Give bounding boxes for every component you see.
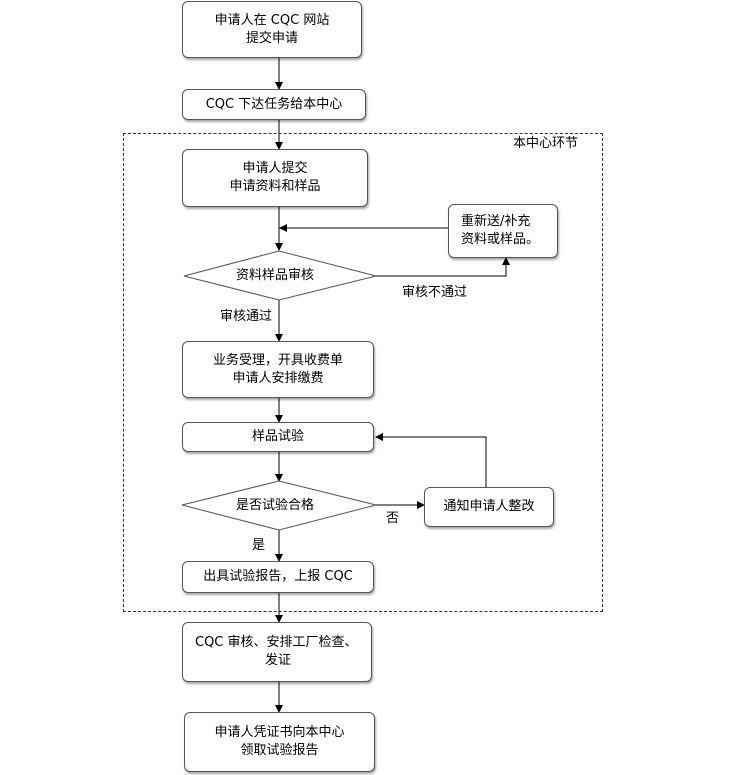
- step-accept-business-line1: 业务受理，开具收费单: [212, 352, 343, 368]
- step-submit-materials: 申请人提交 申请资料和样品: [182, 149, 368, 207]
- step-cqc-review: CQC 审核、安排工厂检查、 发证: [182, 622, 372, 682]
- step-cqc-review-line1: CQC 审核、安排工厂检查、: [195, 635, 358, 650]
- region-label: 本中心环节: [513, 136, 579, 151]
- edge-label-review-pass: 审核通过: [220, 309, 273, 324]
- step-notify-fix: 通知申请人整改: [424, 487, 554, 527]
- step-submit-online: 申请人在 CQC 网站 提交申请: [182, 1, 362, 58]
- step-issue-report-line1: 出具试验报告，上报 CQC: [203, 569, 353, 584]
- step-sample-test: 样品试验: [182, 422, 374, 452]
- step-submit-materials-line1: 申请人提交: [242, 161, 308, 176]
- arrow-fix-back: [375, 433, 487, 487]
- step-notify-fix-line1: 通知申请人整改: [443, 499, 535, 514]
- decision-review-materials: 资料样品审核: [236, 268, 315, 283]
- decision-review-materials-shape: [183, 250, 377, 301]
- decision-test-pass-shape: [181, 480, 377, 531]
- step-accept-business: 业务受理，开具收费单 申请人安排缴费: [182, 341, 374, 398]
- step-submit-online-line2: 提交申请: [245, 30, 298, 46]
- edge-label-test-no: 否: [386, 511, 400, 526]
- step-collect-report-line1: 申请人凭证书向本中心: [214, 725, 345, 740]
- step-submit-online-line1: 申请人在 CQC 网站: [214, 12, 330, 28]
- step-resubmit-line2: 资料或样品。: [461, 232, 540, 247]
- step-assign-task: CQC 下达任务给本中心: [182, 89, 366, 120]
- step-accept-business-line2: 申请人安排缴费: [232, 370, 324, 386]
- step-resubmit-line1: 重新送/补充: [461, 214, 531, 229]
- edge-label-test-yes: 是: [252, 538, 266, 553]
- step-cqc-review-line2: 发证: [265, 653, 292, 668]
- arrow-review-fail: [376, 257, 510, 277]
- step-collect-report: 申请人凭证书向本中心 领取试验报告: [184, 712, 375, 772]
- step-collect-report-line2: 领取试验报告: [240, 743, 319, 758]
- step-sample-test-line1: 样品试验: [251, 429, 304, 444]
- step-submit-materials-line2: 申请资料和样品: [229, 179, 321, 194]
- center-stage-region: [123, 133, 603, 612]
- step-assign-task-line1: CQC 下达任务给本中心: [205, 96, 343, 112]
- step-resubmit: 重新送/补充 资料或样品。: [448, 204, 558, 258]
- decision-test-pass: 是否试验合格: [236, 498, 315, 513]
- edge-label-review-fail: 审核不通过: [402, 285, 468, 300]
- step-issue-report: 出具试验报告，上报 CQC: [182, 561, 374, 593]
